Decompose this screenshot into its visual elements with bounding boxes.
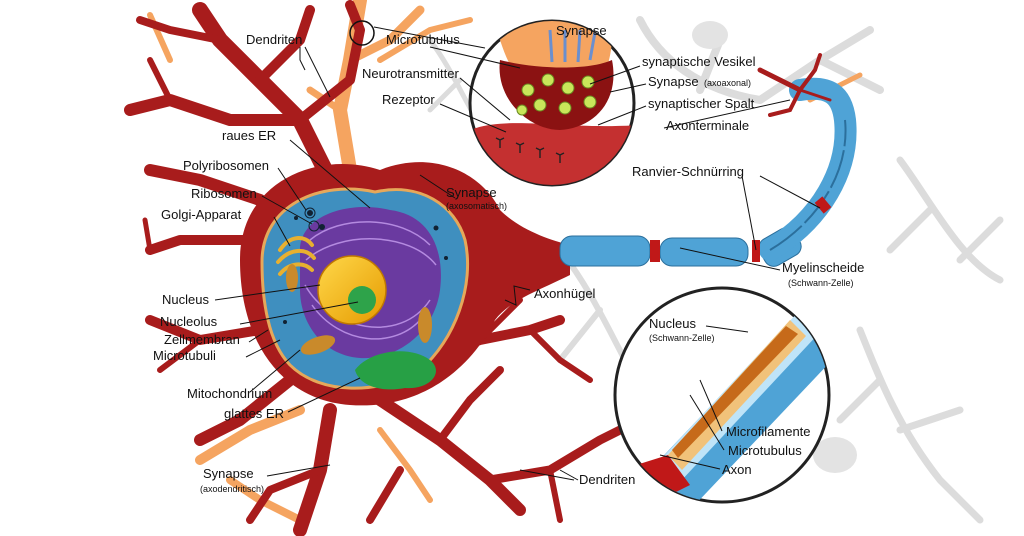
label-raues-er: raues ER — [222, 128, 276, 143]
label-dendriten-top: Dendriten — [246, 32, 302, 47]
label-synapse-axosomatisch: Synapse — [446, 185, 497, 200]
label-microtubulus-top: Microtubulus — [386, 32, 460, 47]
nucleolus — [348, 286, 376, 314]
label-axonterminale: Axonterminale — [666, 118, 749, 133]
label-zellmembran: Zellmembran — [164, 332, 240, 347]
label-synapse-axodendritisch-sub: (axodendritisch) — [200, 484, 264, 494]
label-microtubulus-axon: Microtubulus — [728, 443, 802, 458]
ribosomes — [283, 210, 448, 324]
label-microfilamente: Microfilamente — [726, 424, 811, 439]
axon-inset — [613, 286, 831, 504]
label-ranvier: Ranvier-Schnürring — [632, 164, 744, 179]
ranvier-nodes — [650, 196, 832, 262]
axon-terminal — [757, 53, 832, 117]
label-axon: Axon — [722, 462, 752, 477]
smooth-er — [355, 351, 436, 390]
label-synapse-axosomatisch-sub: (axosomatisch) — [446, 201, 507, 211]
label-myelinscheide-sub: (Schwann-Zelle) — [788, 278, 854, 288]
label-dendriten-bottom: Dendriten — [579, 472, 635, 487]
label-polyribosomen: Polyribosomen — [183, 158, 269, 173]
polyribosome-marker — [304, 207, 316, 219]
label-microtubuli: Microtubuli — [153, 348, 216, 363]
nucleus — [317, 255, 387, 325]
label-golgi: Golgi-Apparat — [161, 207, 242, 222]
label-nucleus: Nucleus — [162, 292, 209, 307]
label-synapse-inset: Synapse — [556, 23, 607, 38]
label-glattes-er: glattes ER — [224, 406, 284, 421]
label-synaptische-vesikel: synaptische Vesikel — [642, 54, 756, 69]
label-nucleus-schwann-sub: (Schwann-Zelle) — [649, 333, 715, 343]
label-mitochondrium: Mitochondrium — [187, 386, 272, 401]
label-nucleus-schwann: Nucleus — [649, 316, 696, 331]
golgi — [276, 236, 316, 276]
label-synapse-axodendritisch: Synapse — [203, 466, 254, 481]
synapse-inset — [468, 19, 636, 187]
label-axonhuegel: Axonhügel — [534, 286, 596, 301]
mitochondrion-1 — [300, 335, 336, 355]
ribosome-marker — [308, 220, 320, 232]
background-neurons — [427, 16, 1004, 524]
leader-lines — [214, 46, 821, 481]
label-ribosomen: Ribosomen — [191, 186, 257, 201]
labels: Dendriten Microtubulus Neurotransmitter … — [153, 23, 864, 494]
synapse-source-marker — [349, 20, 375, 46]
label-synaptischer-spalt: synaptischer Spalt — [648, 96, 755, 111]
label-myelinscheide: Myelinscheide — [782, 260, 864, 275]
mitochondrion-2 — [418, 307, 432, 343]
label-nucleolus: Nucleolus — [160, 314, 218, 329]
mitochondrion-3 — [286, 264, 298, 292]
dendrite-tree — [124, 0, 625, 536]
label-synapse-axoaxonal-sub: (axoaxonal) — [704, 78, 751, 88]
label-synapse-axoaxonal: Synapse — [648, 74, 699, 89]
er-folds — [304, 221, 437, 340]
label-neurotransmitter: Neurotransmitter — [362, 66, 459, 81]
label-rezeptor: Rezeptor — [382, 92, 435, 107]
